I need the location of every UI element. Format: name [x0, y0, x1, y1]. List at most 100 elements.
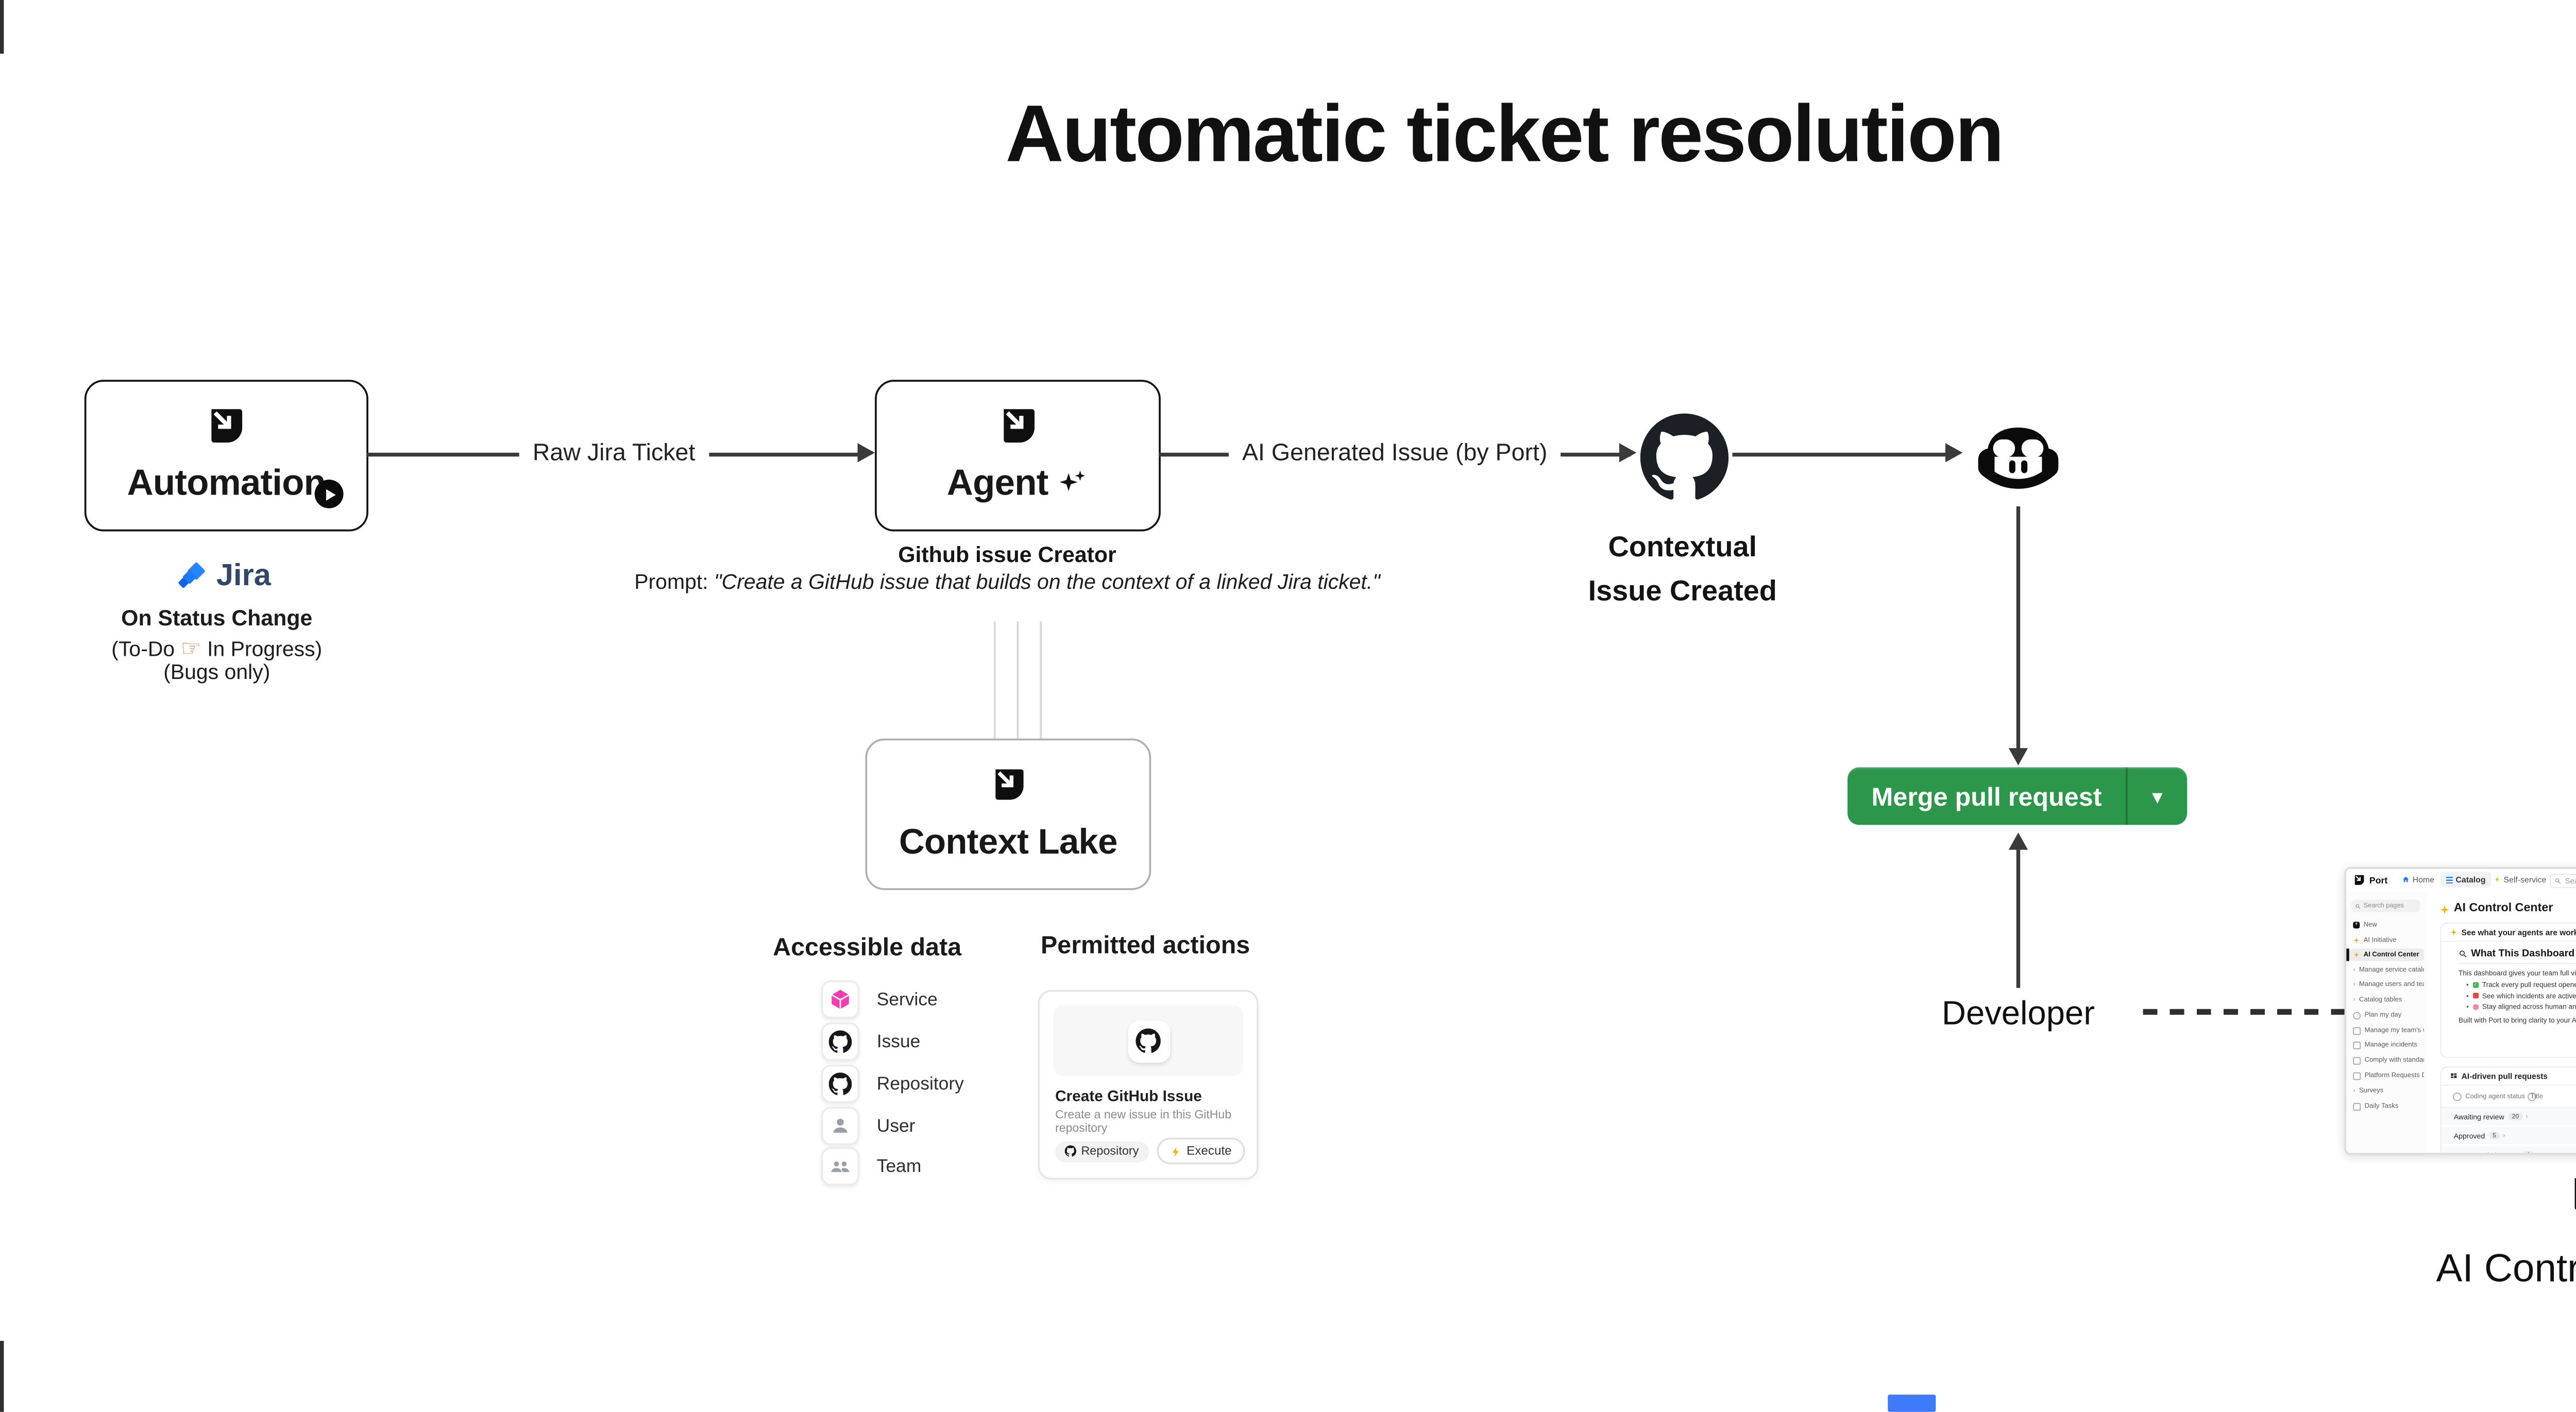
port-logo-icon	[2353, 874, 2365, 891]
execute-button[interactable]: Execute	[1157, 1137, 1245, 1165]
edge-developer-merge-line	[2016, 849, 2021, 988]
check-icon: ✓	[2472, 981, 2479, 988]
table-header-row: Coding agent status i Title Pull Request…	[2441, 1086, 2576, 1108]
context-lake-label: Context Lake	[899, 821, 1117, 861]
edge-raw-jira-arrowhead	[857, 443, 875, 463]
card-footer: Built with Port to bring clarity to your…	[2459, 1015, 2576, 1025]
thumb-nav-home[interactable]: Home	[2402, 875, 2434, 884]
card-heading: What This Dashboard Shows	[2459, 948, 2576, 964]
sparkles-icon	[2450, 929, 2457, 935]
edge-developer-merge-arrowhead	[2008, 832, 2028, 850]
merge-dropdown-caret[interactable]: ▾	[2152, 785, 2163, 809]
dashboard-info-card: See what your agents are working on What…	[2440, 923, 2576, 1058]
ai-control-center-caption: AI Control Center	[2436, 1247, 2576, 1291]
table-row[interactable]: Awaiting review 20 ›	[2441, 1108, 2576, 1127]
sparkles-icon	[2353, 938, 2360, 944]
search-icon	[2459, 950, 2467, 957]
table-card-header: AI-driven pull requests	[2441, 1067, 2576, 1086]
agent-subtitle: Github issue Creator	[898, 545, 1116, 568]
github-icon	[821, 1022, 860, 1061]
trigger-note: (Bugs only)	[163, 661, 270, 685]
merge-pull-request-button[interactable]: Merge pull request ▾	[1848, 767, 2188, 825]
thumb-search-input[interactable]: Search ⌘ K	[2549, 873, 2576, 888]
port-logo-icon	[2569, 1174, 2576, 1224]
repository-chip[interactable]: Repository	[1055, 1140, 1149, 1162]
accessible-data-item: Team	[821, 1147, 921, 1186]
automation-node[interactable]: Automation	[84, 380, 368, 532]
tasks-icon	[2353, 1102, 2361, 1111]
table-icon	[2451, 1073, 2457, 1078]
card-bullet: •✓Track every pull request opened or mod…	[2466, 980, 2576, 989]
action-card: Create GitHub Issue Create a new issue i…	[1038, 990, 1259, 1180]
brain-icon	[2472, 1003, 2479, 1010]
edge-ai-issue-label: AI Generated Issue (by Port)	[1228, 437, 1561, 468]
canvas-frame-fragment-bottom	[0, 1340, 3, 1412]
jira-logo: Jira	[165, 560, 280, 594]
github-logo	[1640, 413, 1729, 511]
sidebar-item-manage-users-teams[interactable]: ›Manage users and teams	[2353, 981, 2424, 988]
sidebar-item-manage-incidents[interactable]: Manage incidents	[2349, 1039, 2424, 1051]
canvas-frame-fragment-top	[0, 0, 3, 54]
team-icon	[821, 1147, 860, 1186]
search-icon	[2555, 878, 2561, 883]
thumb-nav-self-service[interactable]: Self-service	[2494, 875, 2546, 884]
edge-copilot-merge-line	[2016, 506, 2021, 752]
merge-button-label: Merge pull request	[1871, 781, 2102, 811]
sidebar-item-ai-initiative[interactable]: AI Initiative	[2349, 934, 2424, 946]
accessible-data-item: User	[821, 1107, 915, 1146]
github-caption: Contextual Issue Created	[1588, 531, 1777, 608]
team-icon	[2353, 1027, 2361, 1035]
agent-node-label: Agent	[947, 464, 1089, 506]
card-bullet: •See which incidents are actively being …	[2466, 991, 2576, 1000]
port-logo-icon	[205, 405, 247, 457]
lightning-icon	[2495, 876, 2499, 882]
context-connector-line	[1040, 621, 1043, 741]
info-icon: i	[2528, 1092, 2537, 1101]
table-row[interactable]: Requested changes 4 ›	[2441, 1146, 2576, 1153]
context-lake-node[interactable]: Context Lake	[865, 738, 1151, 890]
home-icon	[2403, 876, 2409, 882]
accessible-data-item: Issue	[821, 1022, 920, 1061]
agent-node[interactable]: Agent	[875, 380, 1161, 532]
card-intro: This dashboard gives your team full visi…	[2459, 968, 2576, 978]
trigger-transition: (To-Do ☞ In Progress)	[111, 635, 323, 662]
sidebar-item-daily-tasks[interactable]: Daily Tasks	[2349, 1100, 2424, 1113]
action-card-banner	[1053, 1005, 1244, 1077]
sidebar-item-ai-control-center[interactable]: AI Control Center	[2349, 948, 2425, 961]
merge-button-divider	[2125, 767, 2128, 825]
pull-requests-table-card: AI-driven pull requests Coding agent sta…	[2440, 1066, 2576, 1153]
automation-node-label: Automation	[127, 464, 326, 505]
edge-copilot-merge-arrowhead	[2008, 748, 2028, 765]
sparkles-icon	[2353, 952, 2360, 958]
sidebar-item-platform-requests[interactable]: Platform Requests Da...	[2349, 1069, 2424, 1082]
jira-icon	[178, 562, 205, 587]
user-icon	[821, 1107, 860, 1146]
sidebar-item-manage-team-work[interactable]: Manage my team's w...	[2349, 1025, 2424, 1037]
card-header: See what your agents are working on	[2441, 924, 2576, 942]
thumb-brand: Port	[2369, 875, 2388, 887]
incident-icon	[2353, 1041, 2361, 1049]
thumb-nav-catalog[interactable]: Catalog	[2440, 872, 2492, 888]
port-logo-icon	[997, 405, 1039, 457]
sparkles-icon	[2439, 903, 2450, 920]
page-title: Automatic ticket resolution	[1005, 88, 2005, 179]
edge-ai-issue-arrowhead	[1619, 443, 1637, 463]
sidebar-item-comply-standards[interactable]: Comply with standar...	[2349, 1054, 2424, 1066]
table-row[interactable]: Approved 5 ›	[2441, 1127, 2576, 1146]
catalog-list-icon	[2446, 876, 2453, 883]
service-cube-icon	[821, 980, 860, 1019]
action-card-title: Create GitHub Issue	[1055, 1087, 1202, 1105]
search-icon	[2355, 904, 2361, 909]
lightning-icon	[1172, 1146, 1179, 1156]
thumb-topbar: Port Home Catalog Self-service Search ⌘	[2346, 869, 2576, 893]
sidebar-item-catalog-tables[interactable]: ›Catalog tables	[2353, 996, 2402, 1003]
canvas-blue-fragment	[1888, 1394, 1936, 1412]
sidebar-item-plan-my-day[interactable]: Plan my day	[2349, 1009, 2424, 1022]
sidebar-item-surveys[interactable]: ›Surveys	[2353, 1087, 2384, 1095]
thumb-sidebar-search[interactable]: Search pages	[2351, 899, 2420, 912]
sidebar-item-new[interactable]: +New	[2349, 919, 2424, 931]
accessible-data-heading: Accessible data	[773, 932, 962, 961]
permitted-actions-heading: Permitted actions	[1040, 930, 1250, 959]
sidebar-item-manage-service-catalog[interactable]: ›Manage service catalog	[2353, 966, 2425, 974]
